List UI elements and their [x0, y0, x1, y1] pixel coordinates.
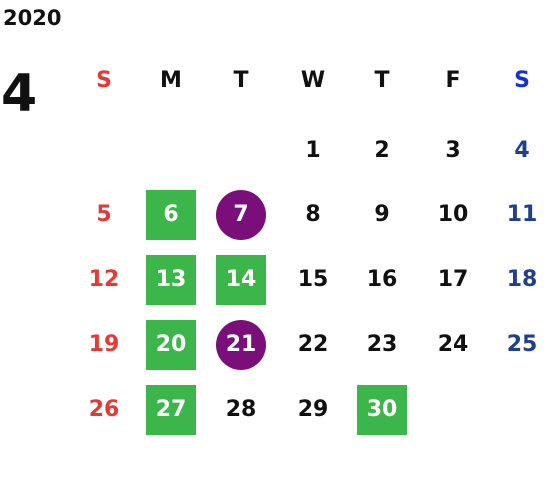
- day-cell-29[interactable]: 29: [297, 397, 329, 422]
- weekday-header-fri: F: [445, 68, 461, 93]
- weekday-header-sat: S: [514, 68, 530, 93]
- day-cell-11[interactable]: 11: [506, 202, 538, 227]
- day-cell-20[interactable]: 20: [146, 320, 196, 370]
- day-cell-10[interactable]: 10: [437, 202, 469, 227]
- day-cell-14[interactable]: 14: [216, 255, 266, 305]
- day-cell-17[interactable]: 17: [437, 267, 469, 292]
- day-cell-27[interactable]: 27: [146, 385, 196, 435]
- day-cell-25[interactable]: 25: [506, 332, 538, 357]
- weekday-header-sun: S: [96, 68, 112, 93]
- day-cell-3[interactable]: 3: [445, 138, 461, 163]
- weekday-header-wed: W: [300, 68, 326, 93]
- day-cell-19[interactable]: 19: [88, 332, 120, 357]
- month-number: 4: [1, 64, 38, 124]
- day-cell-23[interactable]: 23: [366, 332, 398, 357]
- weekday-header-tue: T: [233, 68, 249, 93]
- day-cell-16[interactable]: 16: [366, 267, 398, 292]
- day-cell-4[interactable]: 4: [514, 138, 530, 163]
- day-cell-5[interactable]: 5: [96, 202, 112, 227]
- day-cell-7[interactable]: 7: [216, 190, 266, 240]
- weekday-header-thu: T: [374, 68, 390, 93]
- day-cell-28[interactable]: 28: [225, 397, 257, 422]
- day-cell-12[interactable]: 12: [88, 267, 120, 292]
- day-cell-8[interactable]: 8: [305, 202, 321, 227]
- day-cell-30[interactable]: 30: [357, 385, 407, 435]
- day-cell-9[interactable]: 9: [374, 202, 390, 227]
- year-label: 2020: [3, 6, 62, 30]
- day-cell-21[interactable]: 21: [216, 320, 266, 370]
- day-cell-22[interactable]: 22: [297, 332, 329, 357]
- day-cell-24[interactable]: 24: [437, 332, 469, 357]
- day-cell-6[interactable]: 6: [146, 190, 196, 240]
- day-cell-2[interactable]: 2: [374, 138, 390, 163]
- day-cell-15[interactable]: 15: [297, 267, 329, 292]
- day-cell-18[interactable]: 18: [506, 267, 538, 292]
- day-cell-1[interactable]: 1: [305, 138, 321, 163]
- day-cell-13[interactable]: 13: [146, 255, 196, 305]
- day-cell-26[interactable]: 26: [88, 397, 120, 422]
- weekday-header-mon: M: [160, 68, 182, 93]
